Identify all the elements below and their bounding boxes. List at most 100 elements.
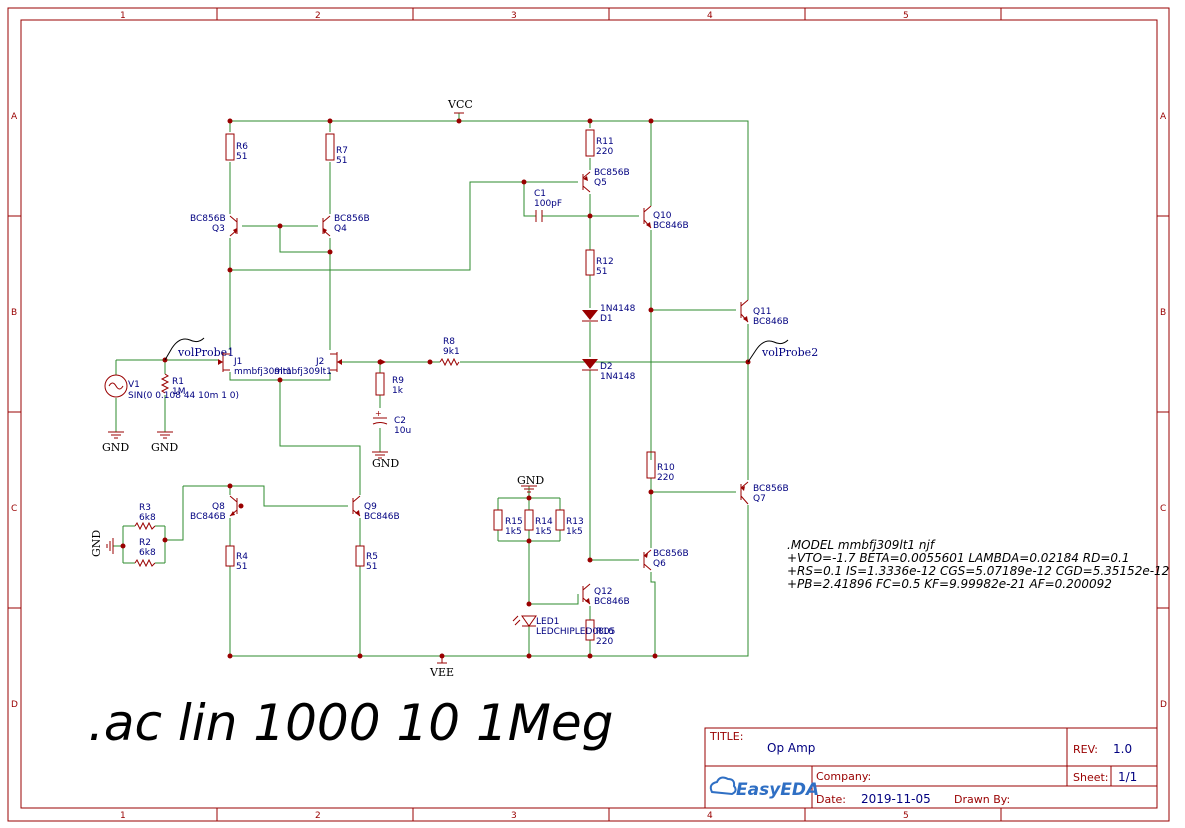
frame-row-d-right: D: [1160, 700, 1167, 710]
label-r13-ref: R13: [566, 517, 584, 527]
label-c1-ref: C1: [534, 189, 546, 199]
drawn-by-label: Drawn By:: [954, 793, 1010, 806]
label-r9-ref: R9: [392, 376, 404, 386]
date-value: 2019-11-05: [861, 792, 931, 806]
label-r3-ref: R3: [139, 503, 151, 513]
label-q5-ref: Q5: [594, 178, 607, 188]
sheet-label: Sheet:: [1073, 771, 1109, 784]
frame-row-c-left: C: [11, 504, 17, 514]
net-gnd-label-left: GND: [90, 530, 103, 557]
label-v1-val: SIN(0 0.108 44 10m 1 0): [128, 391, 239, 401]
label-r10-val: 220: [657, 473, 674, 483]
label-r6-val: 51: [236, 152, 247, 162]
net-gnd-label-c2: GND: [372, 457, 399, 470]
label-r6-ref: R6: [236, 142, 248, 152]
label-q6-val: BC856B: [653, 549, 689, 559]
label-q3-val: BC856B: [190, 214, 226, 224]
label-d1-val: 1N4148: [600, 304, 636, 314]
label-r2-val: 6k8: [139, 548, 156, 558]
label-q5-val: BC856B: [594, 168, 630, 178]
label-q7-val: BC856B: [753, 484, 789, 494]
spice-model-line-3: +RS=0.1 IS=1.3336e-12 CGS=5.07189e-12 CG…: [787, 564, 1169, 578]
frame-col-1-bottom: 1: [120, 811, 126, 821]
net-vee-label: VEE: [429, 666, 454, 679]
frame-col-5-bottom: 5: [903, 811, 909, 821]
label-r12-ref: R12: [596, 257, 614, 267]
label-r1-val: 1M: [172, 387, 186, 397]
label-r8-ref: R8: [443, 337, 455, 347]
label-q11-val: BC846B: [753, 317, 789, 327]
label-c1-val: 100pF: [534, 199, 562, 209]
frame-row-c-right: C: [1160, 504, 1166, 514]
label-q8-val: BC846B: [190, 512, 226, 522]
analysis-directive: .ac lin 1000 10 1Meg: [88, 694, 613, 752]
label-r2-ref: R2: [139, 538, 151, 548]
label-r11-val: 220: [596, 147, 613, 157]
frame-col-4-bottom: 4: [707, 811, 713, 821]
easyeda-logo: EasyEDA: [709, 776, 819, 800]
label-led1-val: LEDCHIPLED0805: [536, 627, 615, 637]
label-r4-ref: R4: [236, 552, 248, 562]
label-r3-val: 6k8: [139, 513, 156, 523]
label-q12-ref: Q12: [594, 587, 613, 597]
probe-label-1: volProbe1: [177, 346, 234, 359]
label-q12-val: BC846B: [594, 597, 630, 607]
frame-row-a-right: A: [1160, 112, 1167, 122]
component-symbols: +: [104, 129, 749, 641]
frame-col-3-bottom: 3: [511, 811, 517, 821]
spice-model-line-1: .MODEL mmbfj309lt1 njf: [787, 538, 936, 552]
label-r8-val: 9k1: [443, 347, 460, 357]
label-d2-ref: D2: [600, 362, 613, 372]
label-q4-ref: Q4: [334, 224, 347, 234]
label-q9-ref: Q9: [364, 502, 377, 512]
label-q8-ref: Q8: [212, 502, 225, 512]
component-labels: R6 51 R7 51 R11 220 BC856B Q5 C1 100pF Q…: [128, 137, 789, 647]
label-q9-val: BC846B: [364, 512, 400, 522]
label-r9-val: 1k: [392, 386, 404, 396]
label-q10-val: BC846B: [653, 221, 689, 231]
frame-col-3-top: 3: [511, 11, 517, 21]
title-block: TITLE: Op Amp REV: 1.0 Company: Sheet: 1…: [704, 727, 1158, 809]
label-q7-ref: Q7: [753, 494, 766, 504]
label-q6-ref: Q6: [653, 559, 666, 569]
label-c2-ref: C2: [394, 416, 406, 426]
svg-text:+: +: [375, 409, 382, 418]
wires: [113, 113, 749, 657]
probe-label-2: volProbe2: [761, 346, 818, 359]
frame-col-4-top: 4: [707, 11, 713, 21]
title-label: TITLE:: [709, 730, 743, 743]
net-gnd-label-bias: GND: [517, 474, 544, 487]
label-r5-ref: R5: [366, 552, 378, 562]
label-j1-val: mmbfj309lt1: [234, 367, 292, 377]
frame-col-2-bottom: 2: [315, 811, 321, 821]
frame-row-a-left: A: [11, 112, 18, 122]
net-vcc-label: VCC: [447, 98, 473, 111]
label-r1-ref: R1: [172, 377, 184, 387]
title-value: Op Amp: [767, 741, 815, 755]
label-r4-val: 51: [236, 562, 247, 572]
label-r14-ref: R14: [535, 517, 553, 527]
date-label: Date:: [816, 793, 846, 806]
sheet-frame: 1 2 3 4 5 1 2 3 4 5 A B C D A B C D: [7, 7, 1170, 822]
easyeda-logo-text: EasyEDA: [736, 780, 819, 800]
label-r5-val: 51: [366, 562, 377, 572]
frame-row-b-left: B: [11, 308, 17, 318]
label-j2-ref: J2: [315, 357, 324, 367]
label-r16-ref: R16: [596, 627, 614, 637]
label-r7-val: 51: [336, 156, 347, 166]
label-d1-ref: D1: [600, 314, 613, 324]
label-r16-val: 220: [596, 637, 613, 647]
sheet-value: 1/1: [1118, 770, 1137, 784]
label-d2-val: 1N4148: [600, 372, 636, 382]
frame-col-2-top: 2: [315, 11, 321, 21]
label-r7-ref: R7: [336, 146, 348, 156]
label-r14-val: 1k5: [535, 527, 552, 537]
label-led1-ref: LED1: [536, 617, 559, 627]
label-r11-ref: R11: [596, 137, 614, 147]
label-r15-ref: R15: [505, 517, 523, 527]
frame-row-b-right: B: [1160, 308, 1166, 318]
junctions: [120, 118, 751, 659]
spice-model-line-2: +VTO=-1.7 BETA=0.0055601 LAMBDA=0.02184 …: [787, 551, 1129, 565]
label-j2-val: mmbfj309lt1: [274, 367, 332, 377]
spice-model-line-4: +PB=2.41896 FC=0.5 KF=9.99982e-21 AF=0.2…: [787, 577, 1112, 591]
